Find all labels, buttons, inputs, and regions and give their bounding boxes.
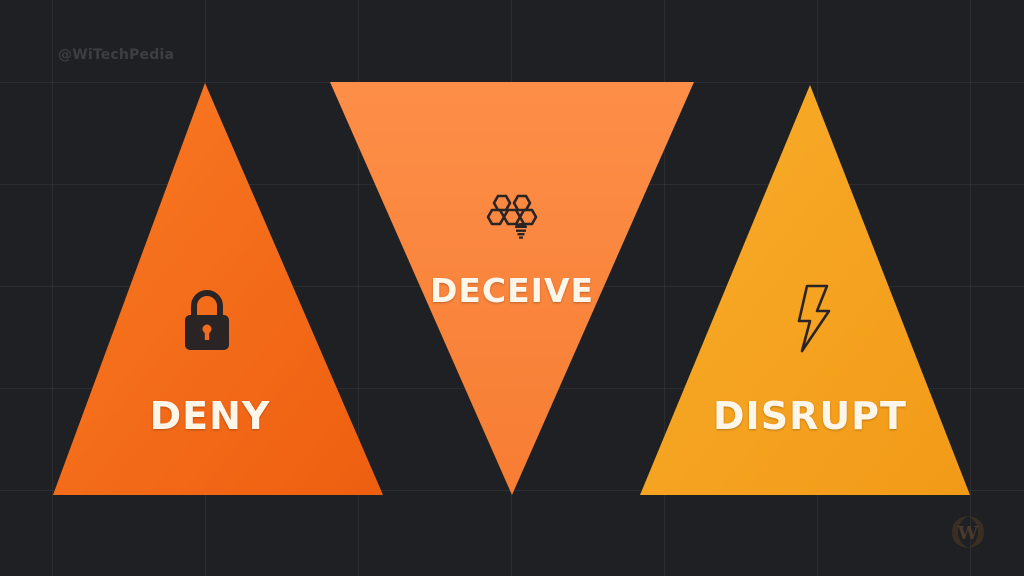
- disrupt-label: DISRUPT: [713, 394, 907, 438]
- deceive-triangle: [330, 82, 694, 495]
- deny-triangle: [53, 83, 383, 495]
- honeycomb-icon: [486, 194, 538, 239]
- deny-label: DENY: [149, 394, 271, 438]
- logo-letter: W: [957, 523, 979, 544]
- watermark-text: @WiTechPedia: [58, 47, 175, 63]
- padlock-icon: [185, 290, 229, 350]
- deceive-label: DECEIVE: [429, 271, 595, 310]
- witechpedia-logo: W: [952, 516, 984, 548]
- lightning-bolt-icon: [797, 284, 831, 353]
